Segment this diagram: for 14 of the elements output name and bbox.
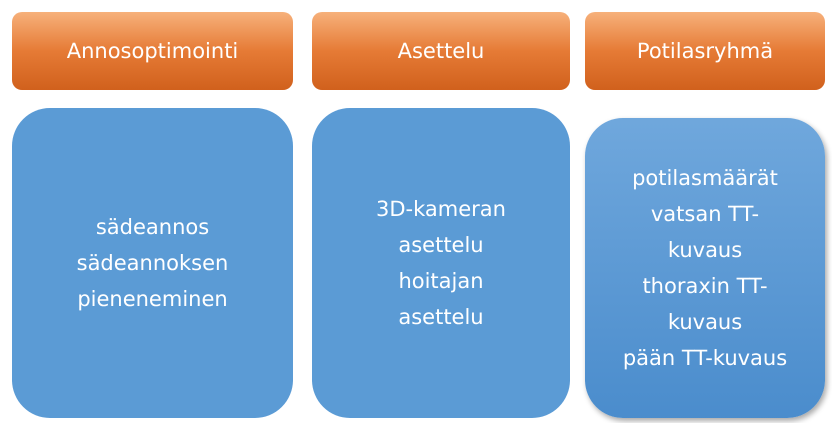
- item-text: hoitajan asettelu: [397, 268, 485, 331]
- header-tab: [12, 12, 293, 90]
- header-title: Potilasryhmä: [636, 39, 774, 63]
- content-card: [585, 118, 825, 418]
- content-card: [12, 108, 293, 418]
- item-text: pään TT-kuvaus: [622, 345, 788, 372]
- item-text: sädeannoksen pieneneminen: [76, 250, 230, 313]
- header-tab: [312, 12, 570, 90]
- item-text: potilasmäärät: [632, 165, 778, 192]
- header-title: Asettelu: [398, 39, 484, 63]
- header-tab: [585, 12, 825, 90]
- header-title: Annosoptimointi: [66, 39, 238, 63]
- content-card: [312, 108, 570, 418]
- item-text: sädeannos: [96, 214, 210, 241]
